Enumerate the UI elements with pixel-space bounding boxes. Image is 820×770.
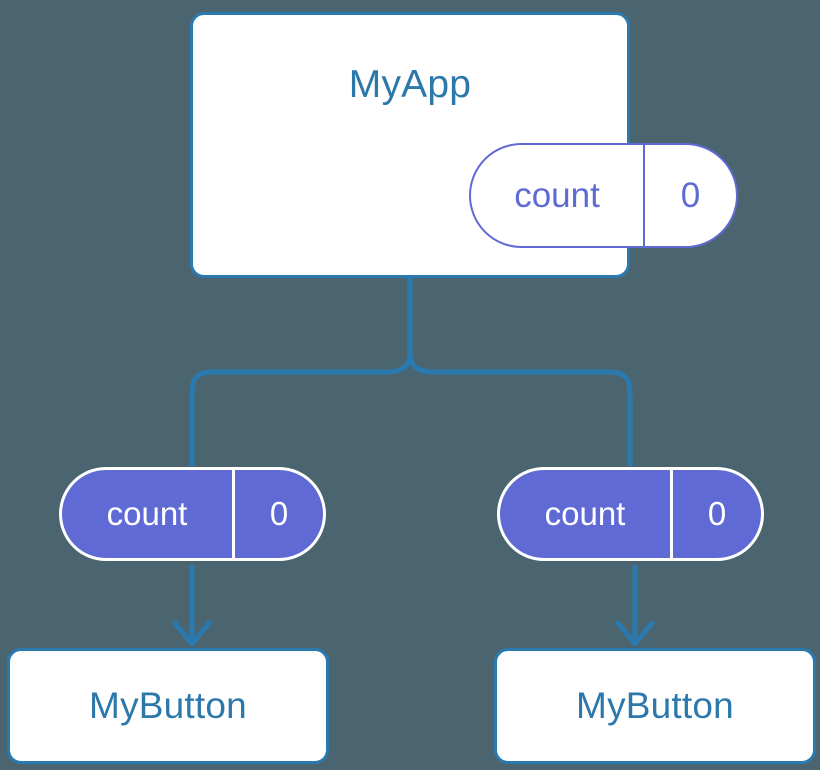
prop-pill-left-value: 0 — [269, 495, 289, 532]
prop-pill-left[interactable]: count 0 — [59, 467, 326, 561]
state-pill-root-key: count — [471, 145, 645, 246]
branch-connector-left — [189, 351, 413, 466]
prop-pill-right-value: 0 — [707, 495, 727, 532]
component-title-mybutton-left: MyButton — [89, 685, 247, 726]
state-pill-root-value: 0 — [680, 175, 701, 215]
arrow-right-pill-to-button — [615, 565, 655, 647]
branch-connector-right — [407, 351, 633, 466]
component-card-myapp[interactable]: MyApp count 0 — [190, 12, 738, 278]
component-card-mybutton-right[interactable]: MyButton — [494, 648, 816, 764]
component-card-mybutton-left[interactable]: MyButton — [7, 648, 329, 764]
component-title-mybutton-right: MyButton — [576, 685, 734, 726]
prop-pill-left-key: count — [62, 470, 235, 558]
state-pill-root[interactable]: count 0 — [469, 143, 738, 248]
component-title-myapp: MyApp — [348, 63, 472, 106]
arrow-left-pill-to-button — [172, 565, 212, 647]
prop-pill-right-key: count — [500, 470, 673, 558]
prop-pill-right[interactable]: count 0 — [497, 467, 764, 561]
